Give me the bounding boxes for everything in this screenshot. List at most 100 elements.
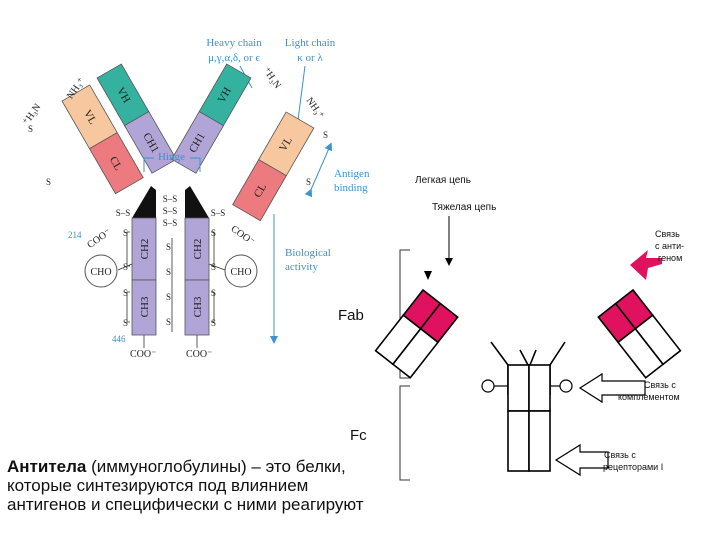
antigen-binding-text-2: с анти- [655,241,684,251]
antibody-structure-diagram: Heavy chain μ,γ,α,δ, or ϵ Light chain κ … [21,37,370,360]
right-ch2-domain [184,217,210,281]
complement-text-2: комплементом [618,392,680,402]
right-ch3-label: CH3 [192,296,204,317]
s-right-cl-1: S [306,177,311,187]
right-hinge-region [185,186,209,218]
antigen-binding-text-3: геном [658,253,682,263]
caption-bold: Антитела [7,457,87,476]
coo-right-heavy: COO⁻ [186,349,212,360]
hinge-bond-2: S–S [163,206,178,216]
left-ch2-label: CH2 [139,239,151,260]
schematic-fc-left-ch3 [507,410,530,472]
s-right-ch2-top: S [211,228,216,238]
fc-bracket [399,385,410,481]
schematic-carb-left [481,379,495,393]
complement-arrow [578,372,646,404]
left-ch3-label: CH3 [139,296,151,317]
right-heavy-chain: VH CH1 [171,63,252,174]
s-center-1: S [166,242,171,252]
fab-bracket [399,249,410,379]
coo-right-light: COO⁻ [229,224,257,248]
caption: Антитела (иммуноглобулины) – это белки, … [7,457,367,514]
hinge-bond-3: S–S [163,218,178,228]
hinge-label: Hinge [158,151,185,163]
light-chain-types: κ or λ [297,52,323,64]
cho-left-link [117,263,133,271]
s-left-ch3-bottom: S [123,318,128,328]
right-light-chain: VL CL [232,111,315,222]
left-heavy-light-bond: S–S [116,208,131,218]
heavy-chain-label: Тяжелая цепь [432,202,496,213]
antigen-binding-text-1: Связь [655,229,680,239]
antibody-schematic-diagram: Легкая цепь Тяжелая цепь Fab Fc [338,175,684,481]
cho-left-circle [84,254,118,288]
hinge-pointer-right [190,157,201,172]
s-left-ch3-top: S [123,288,128,298]
s-left-vl-1: S [28,124,33,134]
light-chain-pointer [424,271,432,280]
residue-446: 446 [112,334,126,344]
coo-left-heavy: COO⁻ [130,349,156,360]
left-cl-domain [88,132,144,195]
schematic-fc-right-ch3 [528,410,551,472]
hinge-pointer-left [143,157,154,172]
right-left-fab-arm [374,288,459,379]
antigen-binding-arrow [630,250,662,280]
bracket-lines [126,231,215,332]
right-ch3-domain [184,279,210,336]
schematic-right-light-constant [634,314,682,366]
fab-label: Fab [338,307,364,324]
antigen-binding-arrow [304,142,333,198]
schematic-fc-right-ch2 [528,364,551,412]
s-right-ch2-bottom: S [211,262,216,272]
antigen-binding-label-1: Antigen [334,168,370,180]
biological-activity-label-2: activity [285,261,318,273]
cho-right-circle [224,254,258,288]
fc-label: Fc [350,427,367,444]
schematic-fc-left-ch2 [507,364,530,412]
nh3-right-heavy: ⁺H₃N [261,66,283,91]
cho-right-link [208,263,226,271]
receptor-text-1: Связь с [604,450,636,460]
right-cl-domain [232,159,287,222]
antigen-binding-label-2: binding [334,182,368,194]
schematic-carb-right [559,379,573,393]
left-hinge-region [132,186,156,218]
heavy-chain-title: Heavy chain [206,37,262,49]
caption-rest: (иммуноглобулины) – это белки, которые с… [7,457,364,514]
s-right-ch3-top: S [211,288,216,298]
left-ch3-domain [131,279,157,336]
cho-left-label: CHO [90,267,111,278]
hinge-disulfide-bonds: S–S S–S S–S S–S S–S [116,194,226,228]
light-chain-label: Легкая цепь [415,175,471,186]
s-center-3: S [166,292,171,302]
s-left-cl-1: S [46,177,51,187]
nh3-left-light: ⁺H₃N [21,102,43,127]
left-ch1-domain [124,111,177,174]
left-heavy-chain: VH CH1 [96,63,177,174]
s-center-2: S [166,267,171,277]
s-right-vl-1: S [323,130,328,140]
s-center-4: S [166,317,171,327]
coo-left-light: COO⁻ [85,227,113,251]
left-ch2-domain [131,217,157,281]
receptor-arrow [554,443,609,477]
residue-214: 214 [68,230,82,240]
schematic-left-heavy-constant [391,327,440,379]
light-chain-pointer [297,65,306,121]
right-ch1-domain [171,111,224,174]
heavy-chain-types: μ,γ,α,δ, or ϵ [208,52,260,64]
hinge-bond-1: S–S [163,194,178,204]
cho-right-label: CHO [230,267,251,278]
s-left-ch2-top: S [123,228,128,238]
left-light-chain: VL CL [61,84,144,195]
right-right-fab-arm [597,288,682,379]
nh3-right-light: NH₃⁺ [304,96,326,121]
right-ch2-label: CH2 [192,239,204,260]
biological-activity-label-1: Biological [285,247,331,259]
complement-text-1: Связь с [644,380,676,390]
s-right-ch3-bottom: S [211,318,216,328]
light-chain-title: Light chain [285,37,336,49]
receptor-text-2: рецепторами I [603,462,663,472]
